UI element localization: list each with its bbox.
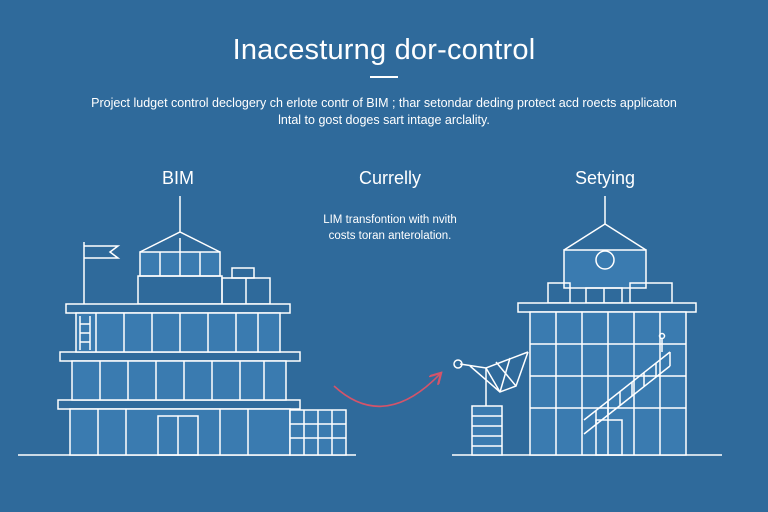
description: Project ludget control declogery ch erlo… bbox=[40, 95, 728, 129]
note-line-2: costs toran anterolation. bbox=[328, 230, 452, 242]
label-setying: Setying bbox=[574, 168, 636, 188]
setying-building bbox=[452, 196, 722, 456]
page-title: Inacesturng dor-control bbox=[232, 34, 536, 66]
description-line-2: lntal to gost doges sart intage arclalit… bbox=[278, 113, 490, 127]
transformation-note: LIM transfontion with nvith costs toran … bbox=[290, 212, 490, 244]
title-underline bbox=[370, 76, 398, 78]
note-line-1: LIM transfontion with nvith bbox=[323, 214, 457, 226]
label-bim: BIM bbox=[161, 168, 194, 188]
description-line-1: Project ludget control declogery ch erlo… bbox=[91, 96, 677, 110]
label-currelly: Currelly bbox=[358, 168, 421, 188]
transition-arrow bbox=[333, 374, 440, 408]
bim-building bbox=[18, 196, 356, 456]
